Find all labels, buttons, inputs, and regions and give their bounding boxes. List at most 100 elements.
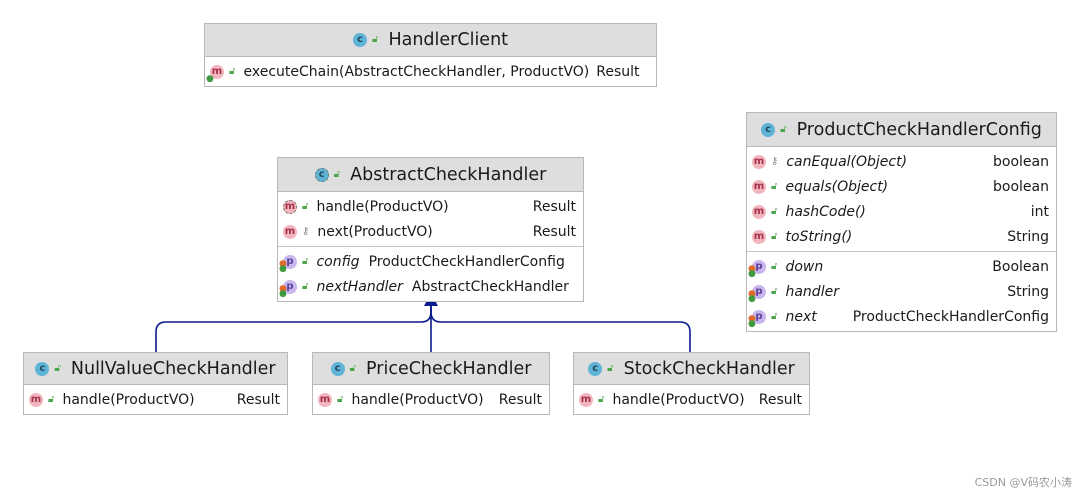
class-stock-check-handler[interactable]: c🔓︎ StockCheckHandler m🔓︎ handle(Product…: [573, 352, 810, 415]
properties-section: p●●🔓︎ down Boolean p●●🔓︎ handler String …: [747, 251, 1056, 331]
method-row[interactable]: m🔓︎ handle(ProductVO) Result: [24, 387, 287, 412]
method-name: executeChain(AbstractCheckHandler, Produ…: [243, 63, 590, 80]
class-name: ProductCheckHandlerConfig: [796, 119, 1042, 140]
return-type: Result: [758, 391, 802, 408]
property-row[interactable]: p●●🔓︎ down Boolean: [747, 254, 1056, 279]
method-name: toString(): [785, 228, 853, 245]
class-product-check-handler-config[interactable]: c🔓︎ ProductCheckHandlerConfig m⚷ canEqua…: [746, 112, 1057, 332]
public-lock-icon: 🔓︎: [607, 362, 614, 374]
property-type: Boolean: [992, 258, 1049, 275]
public-lock-icon: 🔓︎: [371, 34, 379, 45]
property-type: String: [1007, 283, 1049, 300]
class-header: c🔓︎ HandlerClient: [205, 24, 656, 57]
method-row[interactable]: m⚷ canEqual(Object) boolean: [747, 149, 1056, 174]
class-abstract-check-handler[interactable]: c🔓︎ AbstractCheckHandler m🔓︎ handle(Prod…: [277, 157, 584, 302]
public-lock-icon: 🔓︎: [349, 362, 357, 374]
class-name: AbstractCheckHandler: [350, 164, 547, 185]
connector-stock: [430, 304, 691, 352]
return-type: boolean: [993, 178, 1049, 195]
property-type: ProductCheckHandlerConfig: [852, 308, 1049, 325]
method-row[interactable]: m🔓︎ equals(Object) boolean: [747, 174, 1056, 199]
protected-key-icon: ⚷: [771, 155, 779, 167]
public-lock-icon: 🔓︎: [780, 123, 787, 135]
public-lock-icon: 🔓︎: [54, 362, 61, 374]
property-icon: p●●🔓︎: [748, 259, 778, 279]
methods-section: m🔓︎ handle(ProductVO) Result: [24, 385, 287, 414]
property-row[interactable]: p●●🔓︎ handler String: [747, 279, 1056, 304]
watermark: CSDN @V码农小涛: [974, 476, 1072, 489]
class-icon: c🔓︎: [330, 361, 357, 376]
property-icon: p●●🔓︎: [748, 284, 778, 304]
method-name: hashCode(): [785, 203, 866, 220]
class-null-value-check-handler[interactable]: c🔓︎ NullValueCheckHandler m🔓︎ handle(Pro…: [23, 352, 288, 415]
method-icon: m⚷: [283, 224, 310, 239]
method-icon: m🔓︎: [752, 204, 778, 219]
class-icon: c🔓︎: [35, 361, 61, 376]
return-type: String: [1007, 228, 1049, 245]
public-lock-icon: 🔓︎: [302, 255, 309, 267]
public-lock-icon: 🔓︎: [771, 260, 778, 272]
connector-null-value: [155, 304, 432, 352]
return-type: Result: [236, 391, 280, 408]
method-row[interactable]: m🔓︎ handle(ProductVO) Result: [278, 194, 583, 219]
method-name: handle(ProductVO): [62, 391, 195, 408]
method-name: next(ProductVO): [317, 223, 433, 240]
property-row[interactable]: p●●🔓︎ next ProductCheckHandlerConfig: [747, 304, 1056, 329]
method-name: canEqual(Object): [786, 153, 908, 170]
public-lock-icon: 🔓︎: [302, 280, 309, 292]
return-type: Result: [532, 223, 576, 240]
property-type: ProductCheckHandlerConfig: [368, 253, 565, 270]
property-type: AbstractCheckHandler: [411, 278, 569, 295]
method-row[interactable]: m🔓︎ toString() String: [747, 224, 1056, 249]
public-lock-icon: 🔓︎: [337, 393, 344, 405]
method-row[interactable]: m🔓︎ hashCode() int: [747, 199, 1056, 224]
methods-section: m●🔓︎ executeChain(AbstractCheckHandler, …: [205, 57, 656, 86]
public-lock-icon: 🔓︎: [333, 168, 341, 180]
class-header: c🔓︎ ProductCheckHandlerConfig: [747, 113, 1056, 147]
property-row[interactable]: p●●🔓︎ config ProductCheckHandlerConfig: [278, 249, 583, 274]
class-header: c🔓︎ StockCheckHandler: [574, 353, 809, 385]
method-name: handle(ProductVO): [612, 391, 745, 408]
class-name: PriceCheckHandler: [366, 358, 532, 379]
class-icon: c🔓︎: [761, 122, 787, 137]
class-header: c🔓︎ AbstractCheckHandler: [278, 158, 583, 192]
property-name: next: [785, 308, 817, 325]
method-icon: m●🔓︎: [206, 64, 236, 84]
public-lock-icon: 🔓︎: [771, 180, 778, 192]
abstract-class-icon: c🔓︎: [314, 167, 341, 182]
public-lock-icon: 🔓︎: [598, 393, 605, 405]
methods-section: m🔓︎ handle(ProductVO) Result: [574, 385, 809, 414]
methods-section: m🔓︎ handle(ProductVO) Result: [313, 385, 549, 414]
class-name: NullValueCheckHandler: [70, 358, 276, 379]
property-icon: p●●🔓︎: [279, 279, 309, 299]
property-row[interactable]: p●●🔓︎ nextHandler AbstractCheckHandler: [278, 274, 583, 299]
properties-section: p●●🔓︎ config ProductCheckHandlerConfig p…: [278, 246, 583, 301]
return-type: int: [1030, 203, 1049, 220]
method-icon: m🔓︎: [318, 392, 344, 407]
class-icon: c🔓︎: [352, 33, 379, 47]
method-row[interactable]: m🔓︎ handle(ProductVO) Result: [574, 387, 809, 412]
method-icon: m🔓︎: [579, 392, 605, 407]
public-lock-icon: 🔓︎: [771, 285, 778, 297]
class-handler-client[interactable]: c🔓︎ HandlerClient m●🔓︎ executeChain(Abst…: [204, 23, 657, 87]
public-lock-icon: 🔓︎: [302, 200, 309, 212]
method-row[interactable]: m🔓︎ handle(ProductVO) Result: [313, 387, 549, 412]
class-price-check-handler[interactable]: c🔓︎ PriceCheckHandler m🔓︎ handle(Product…: [312, 352, 550, 415]
method-icon: m🔓︎: [29, 392, 55, 407]
return-type: Result: [532, 198, 576, 215]
class-name: HandlerClient: [388, 30, 509, 50]
public-lock-icon: 🔓︎: [48, 393, 55, 405]
methods-section: m⚷ canEqual(Object) boolean m🔓︎ equals(O…: [747, 147, 1056, 251]
method-row[interactable]: m●🔓︎ executeChain(AbstractCheckHandler, …: [205, 59, 656, 84]
method-icon: m⚷: [752, 154, 779, 169]
class-name: StockCheckHandler: [623, 358, 795, 379]
method-icon: m🔓︎: [752, 229, 778, 244]
public-lock-icon: 🔓︎: [771, 205, 778, 217]
methods-section: m🔓︎ handle(ProductVO) Result m⚷ next(Pro…: [278, 192, 583, 246]
property-name: down: [785, 258, 824, 275]
method-row[interactable]: m⚷ next(ProductVO) Result: [278, 219, 583, 244]
public-lock-icon: 🔓︎: [771, 230, 778, 242]
return-type: Result: [498, 391, 542, 408]
property-name: nextHandler: [316, 278, 403, 295]
public-lock-icon: 🔓︎: [771, 310, 778, 322]
